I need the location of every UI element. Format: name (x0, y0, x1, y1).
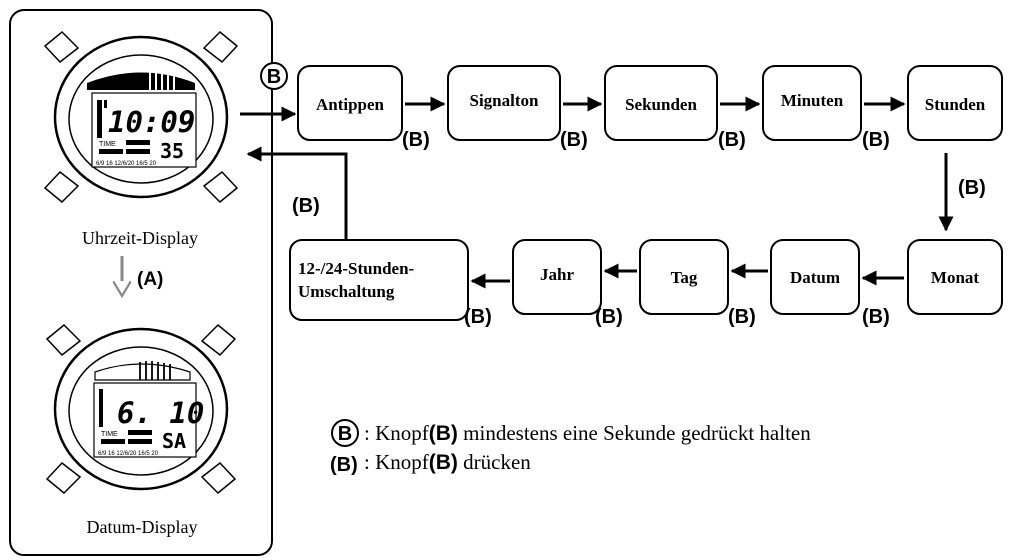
step-minuten: Minuten (762, 65, 862, 141)
arrow-7-label: (B) (728, 306, 756, 328)
step-sekunden: Sekunden (604, 65, 718, 141)
caption-time-display: Uhrzeit-Display (82, 228, 198, 248)
arrow-6-label: (B) (862, 306, 890, 328)
watch-scale-text: 6/9 16 12/6/20 16/5 20 (96, 161, 157, 167)
arrow-9-label: (B) (464, 306, 492, 328)
watch-date-value: 6. 10 (117, 396, 204, 430)
watch-time-value: 10:09 (108, 105, 195, 139)
step-12-24-umschaltung: 12-/24-Stunden- Umschaltung (289, 239, 469, 321)
svg-text:Sekunden: Sekunden (625, 95, 697, 114)
watch-date-scale-text: 6/9 16 12/6/20 16/5 20 (98, 451, 159, 457)
step-signalton: Signalton (447, 65, 561, 141)
step-jahr: Jahr (512, 239, 602, 315)
legend-press: (B) : Knopf(B) drücken (330, 450, 531, 476)
step-tag: Tag (639, 239, 729, 315)
svg-text:: Knopf(B) mindestens eine Sek: : Knopf(B) mindestens eine Sekunde gedrü… (364, 421, 811, 445)
arrow-8-label: (B) (595, 306, 623, 328)
svg-text:Minuten: Minuten (781, 91, 844, 110)
svg-text:Datum: Datum (790, 268, 840, 287)
caption-date-display: Datum-Display (87, 517, 198, 537)
step-monat: Monat (907, 239, 1003, 315)
step-datum: Datum (770, 239, 860, 315)
arrow-1-label: (B) (402, 129, 430, 151)
svg-text:: Knopf(B) drücken: : Knopf(B) drücken (364, 450, 531, 474)
svg-text:Stunden: Stunden (925, 95, 986, 114)
legend-hold: B : Knopf(B) mindestens eine Sekunde ged… (331, 419, 811, 447)
svg-text:Monat: Monat (931, 268, 980, 287)
svg-text:Antippen: Antippen (316, 95, 385, 114)
svg-text:B: B (338, 423, 352, 445)
svg-text:Jahr: Jahr (540, 265, 574, 284)
return-arrow-label: (B) (292, 195, 320, 217)
arrow-2-label: (B) (560, 129, 588, 151)
svg-text:Tag: Tag (671, 268, 698, 287)
svg-text:B: B (267, 66, 281, 88)
arrow-5-label: (B) (958, 177, 986, 199)
svg-text:Umschaltung: Umschaltung (298, 282, 395, 301)
watch-seconds-value: 35 (160, 139, 184, 163)
watch-weekday-value: SA (162, 429, 186, 453)
svg-text:Signalton: Signalton (470, 91, 540, 110)
hold-marker: B (260, 62, 288, 90)
return-arrow (246, 146, 348, 240)
watch-date-mode-label: TIME (101, 431, 118, 438)
arrow-3-label: (B) (718, 129, 746, 151)
step-antippen: Antippen (297, 65, 403, 141)
arrow-4-label: (B) (862, 129, 890, 151)
svg-text:(B): (B) (330, 454, 358, 476)
watch-time-display: 10:09 TIME 35 6/9 16 12/6/20 16/5 20 (43, 30, 239, 204)
transition-label: (A) (137, 269, 163, 290)
svg-text:12-/24-Stunden-: 12-/24-Stunden- (298, 259, 415, 278)
step-stunden: Stunden (907, 65, 1003, 141)
watch-date-display: 6. 10 TIME SA 6/9 16 12/6/20 16/5 20 (45, 323, 237, 495)
watch-mode-label: TIME (99, 141, 116, 148)
